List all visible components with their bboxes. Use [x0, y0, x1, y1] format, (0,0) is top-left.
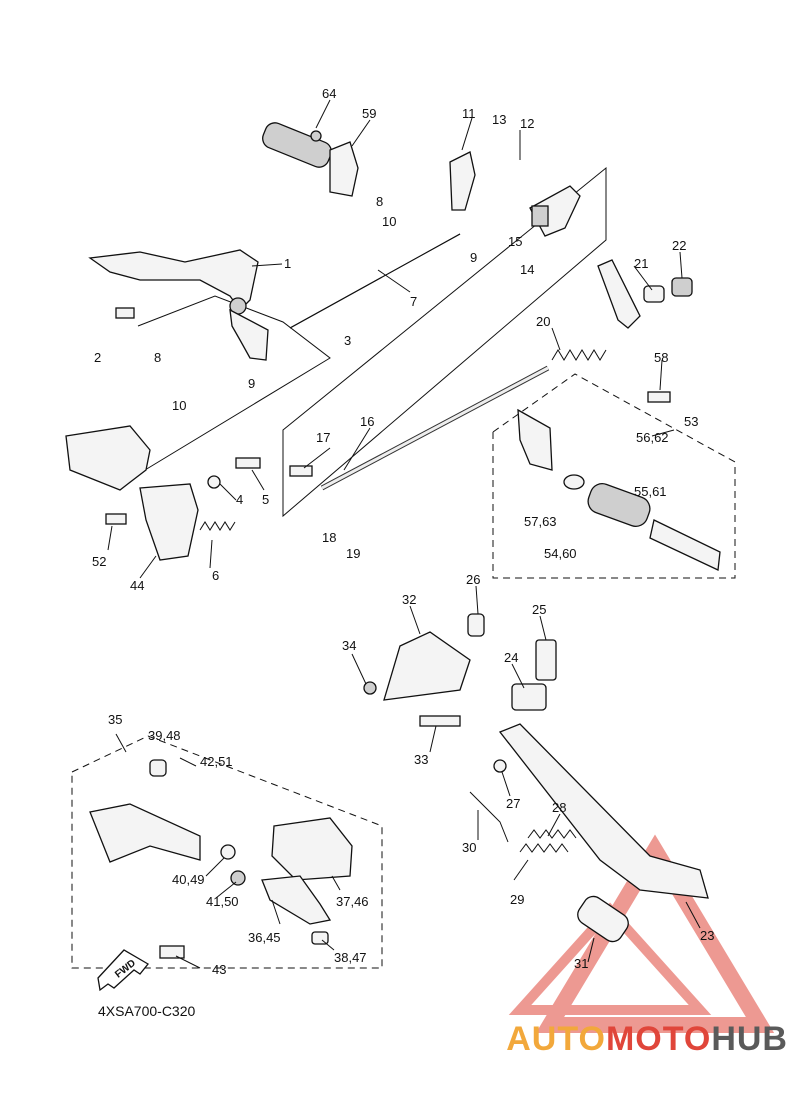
callout-10b: 10: [172, 398, 186, 413]
callout-31: 31: [574, 956, 588, 971]
spring-20: [551, 349, 607, 361]
footrest-right-assy: [517, 408, 721, 571]
callout-35: 35: [108, 712, 122, 727]
callout-26: 26: [466, 572, 480, 587]
assembly-box-53: [492, 373, 736, 579]
callout-2: 2: [94, 350, 101, 365]
callout-59: 59: [362, 106, 376, 121]
shift-arm: [449, 151, 581, 237]
shift-rod-7: [289, 233, 461, 329]
callout-11: 11: [462, 106, 476, 121]
leader-lines: [107, 99, 701, 969]
callout-15: 15: [508, 234, 522, 249]
callout-8a: 8: [376, 194, 383, 209]
assembly-box-35: [71, 735, 383, 969]
sidestand: [363, 613, 709, 943]
callout-53: 53: [684, 414, 698, 429]
callout-58: 58: [654, 350, 668, 365]
callout-24: 24: [504, 650, 518, 665]
callout-40-49: 40,49: [172, 872, 205, 887]
callout-17: 17: [316, 430, 330, 445]
frame-line-left: [137, 295, 331, 471]
callout-28: 28: [552, 800, 566, 815]
callout-3: 3: [344, 333, 351, 348]
callout-10a: 10: [382, 214, 396, 229]
rear-footrest: [262, 122, 359, 197]
shift-rod-16: [320, 365, 550, 491]
callout-4: 4: [236, 492, 243, 507]
assembly-box-7: [282, 166, 607, 518]
brake-pedal: [88, 249, 269, 361]
watermark-part-3: HUB: [711, 1020, 788, 1058]
callout-9b: 9: [248, 376, 255, 391]
watermark-part-2: MOTO: [605, 1020, 712, 1058]
callout-18: 18: [322, 530, 336, 545]
callout-5: 5: [262, 492, 269, 507]
fwd-arrow-icon: FWD: [97, 949, 149, 992]
callout-32: 32: [402, 592, 416, 607]
callout-39-48: 39,48: [148, 728, 181, 743]
callout-6: 6: [212, 568, 219, 583]
bolts: [105, 307, 671, 525]
callout-44: 44: [130, 578, 144, 593]
callout-20: 20: [536, 314, 550, 329]
callout-27: 27: [506, 796, 520, 811]
watermark-part-1: AUTO: [506, 1020, 606, 1058]
watermark-brand: AUTOMOTOHUB: [506, 1020, 788, 1059]
callout-25: 25: [532, 602, 546, 617]
rod-joint: [597, 259, 693, 329]
callout-labels: 1 2 3 4 5 6 7 8 8 9 9 10 10 11 12 13 14 …: [92, 86, 714, 977]
callout-41-50: 41,50: [206, 894, 239, 909]
callout-22: 22: [672, 238, 686, 253]
callout-42-51: 42,51: [200, 754, 233, 769]
callout-16: 16: [360, 414, 374, 429]
drawing-code: 4XSA700-C320: [98, 1003, 196, 1019]
callout-64: 64: [322, 86, 336, 101]
front-footrest-left: [65, 425, 236, 561]
callout-21: 21: [634, 256, 648, 271]
callout-33: 33: [414, 752, 428, 767]
callout-19: 19: [346, 546, 360, 561]
callout-9a: 9: [470, 250, 477, 265]
callout-52: 52: [92, 554, 106, 569]
callout-55-61: 55,61: [634, 484, 667, 499]
callout-57-63: 57,63: [524, 514, 557, 529]
callout-1: 1: [284, 256, 291, 271]
callout-54-60: 54,60: [544, 546, 577, 561]
footrest-left-assy: [89, 759, 353, 959]
callout-14: 14: [520, 262, 534, 277]
callout-8b: 8: [154, 350, 161, 365]
callout-7: 7: [410, 294, 417, 309]
callout-13: 13: [492, 112, 506, 127]
callout-36-45: 36,45: [248, 930, 281, 945]
callout-38-47: 38,47: [334, 950, 367, 965]
callout-56-62: 56,62: [636, 430, 669, 445]
callout-30: 30: [462, 840, 476, 855]
callout-37-46: 37,46: [336, 894, 369, 909]
callout-29: 29: [510, 892, 524, 907]
callout-43: 43: [212, 962, 226, 977]
callout-12: 12: [520, 116, 534, 131]
callout-34: 34: [342, 638, 356, 653]
callout-23: 23: [700, 928, 714, 943]
